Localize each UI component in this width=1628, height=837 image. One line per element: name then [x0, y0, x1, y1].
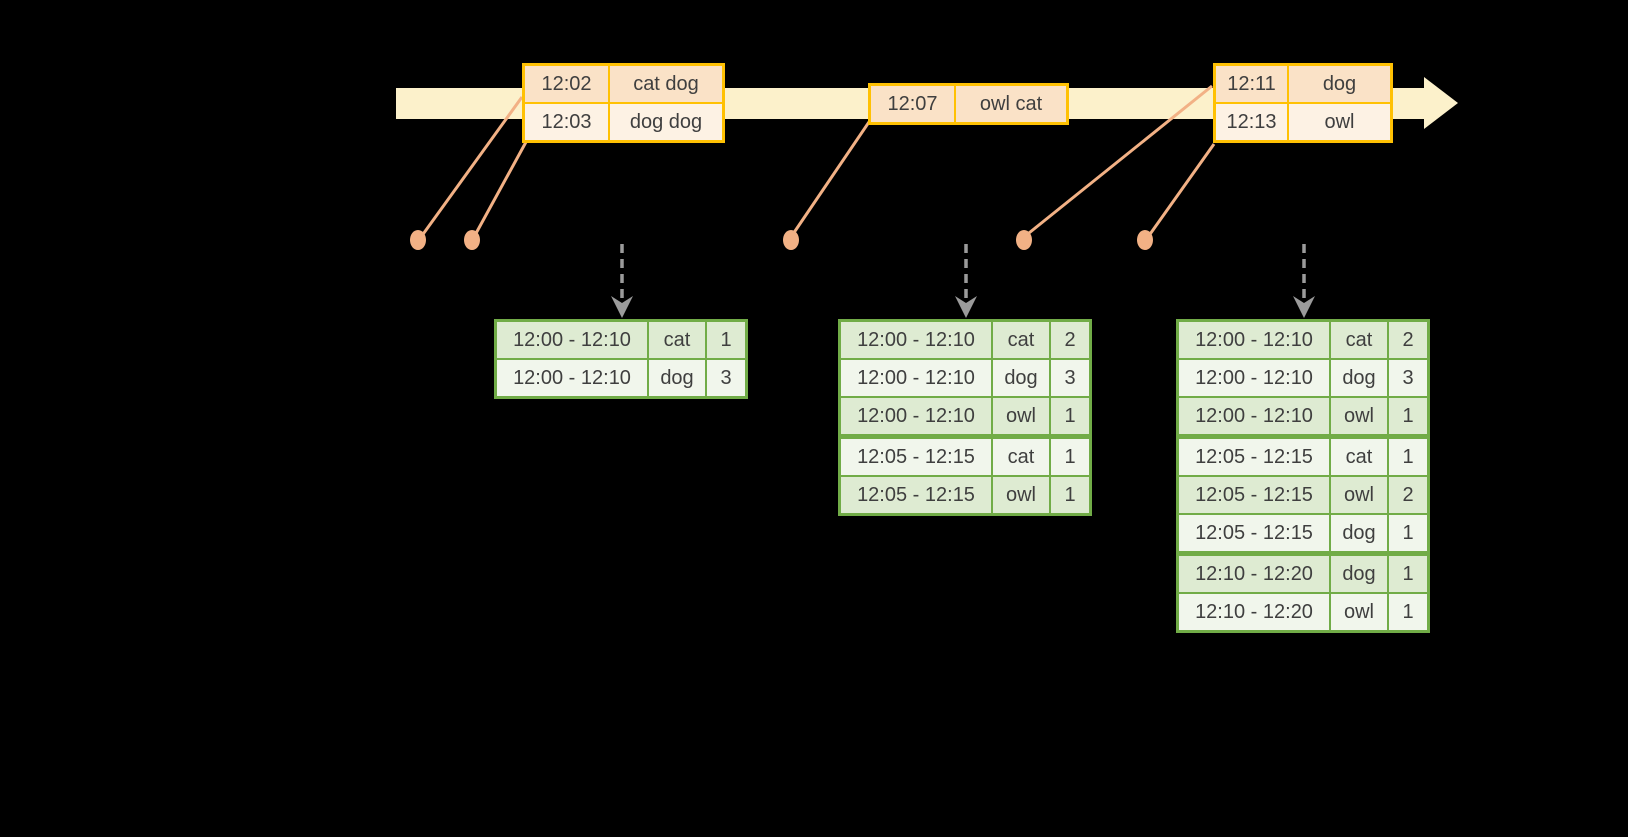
cell-window: 12:05 - 12:15 [1179, 439, 1329, 475]
cell-count: 1 [1051, 398, 1089, 434]
cell-window: 12:05 - 12:15 [841, 439, 991, 475]
trigger-arrowhead-icon [955, 296, 977, 318]
cell-count: 2 [1051, 322, 1089, 358]
trigger-arrowhead-icon [611, 296, 633, 318]
cell-count: 3 [1051, 360, 1089, 396]
cell-count: 1 [1389, 594, 1427, 630]
cell-window: 12:00 - 12:10 [841, 398, 991, 434]
connector-line [789, 121, 871, 238]
cell-count: 1 [1389, 556, 1427, 592]
cell-word: dog [1331, 556, 1387, 592]
timeline-arrowhead-icon [1424, 77, 1458, 129]
cell-window: 12:05 - 12:15 [841, 477, 991, 513]
trigger-arrowhead-icon [1293, 296, 1315, 318]
cell-count: 1 [707, 322, 745, 358]
connector-line [419, 96, 524, 238]
cell-count: 1 [1051, 477, 1089, 513]
event-words: dog dog [610, 104, 722, 140]
event-words: owl cat [956, 86, 1066, 122]
cell-word: owl [993, 477, 1049, 513]
cell-word: dog [1331, 360, 1387, 396]
event-time: 12:03 [525, 104, 608, 140]
cell-count: 1 [1389, 515, 1427, 551]
cell-word: cat [649, 322, 705, 358]
event-words: owl [1289, 104, 1390, 140]
cell-word: dog [649, 360, 705, 396]
cell-window: 12:00 - 12:10 [1179, 398, 1329, 434]
event-time: 12:07 [871, 86, 954, 122]
cell-window: 12:10 - 12:20 [1179, 556, 1329, 592]
cell-window: 12:00 - 12:10 [497, 360, 647, 396]
cell-window: 12:00 - 12:10 [497, 322, 647, 358]
cell-word: owl [1331, 594, 1387, 630]
cell-word: cat [1331, 322, 1387, 358]
event-point-dot [783, 230, 799, 250]
cell-count: 1 [1389, 439, 1427, 475]
cell-count: 3 [707, 360, 745, 396]
cell-count: 1 [1389, 398, 1427, 434]
cell-count: 3 [1389, 360, 1427, 396]
cell-window: 12:00 - 12:10 [1179, 322, 1329, 358]
cell-word: dog [993, 360, 1049, 396]
event-words: dog [1289, 66, 1390, 102]
cell-window: 12:00 - 12:10 [841, 322, 991, 358]
cell-word: dog [1331, 515, 1387, 551]
cell-window: 12:00 - 12:10 [1179, 360, 1329, 396]
cell-word: cat [1331, 439, 1387, 475]
event-words: cat dog [610, 66, 722, 102]
cell-window: 12:00 - 12:10 [841, 360, 991, 396]
event-point-dot [1137, 230, 1153, 250]
event-time: 12:11 [1216, 66, 1287, 102]
cell-count: 1 [1051, 439, 1089, 475]
event-time: 12:02 [525, 66, 608, 102]
cell-window: 12:10 - 12:20 [1179, 594, 1329, 630]
connector-line [472, 141, 528, 238]
cell-word: cat [993, 322, 1049, 358]
event-point-dot [410, 230, 426, 250]
cell-count: 2 [1389, 322, 1427, 358]
cell-word: owl [1331, 477, 1387, 513]
event-time: 12:13 [1216, 104, 1287, 140]
cell-word: cat [993, 439, 1049, 475]
cell-window: 12:05 - 12:15 [1179, 515, 1329, 551]
event-point-dot [1016, 230, 1032, 250]
cell-word: owl [1331, 398, 1387, 434]
connector-line [1146, 143, 1216, 238]
cell-window: 12:05 - 12:15 [1179, 477, 1329, 513]
event-point-dot [464, 230, 480, 250]
cell-word: owl [993, 398, 1049, 434]
cell-count: 2 [1389, 477, 1427, 513]
connector-line [1023, 84, 1213, 239]
